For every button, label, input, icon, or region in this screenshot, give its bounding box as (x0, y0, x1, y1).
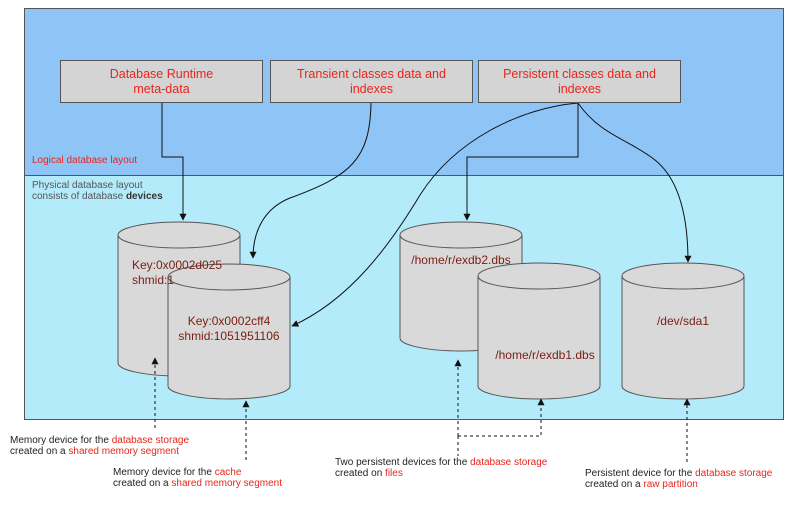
box-runtime-label: Database Runtime meta-data (109, 66, 214, 96)
caption-text: created on a (585, 479, 641, 490)
caption-raw-partition: Persistent device for the database stora… (585, 468, 772, 490)
arrow-transient-to-shm-cache (249, 102, 372, 259)
caption-highlight: cache (214, 467, 242, 478)
box-transient-label: Transient classes data and indexes (297, 66, 446, 96)
caption-text: created on a (113, 478, 169, 489)
arrow-persistent-to-raw (577, 102, 692, 263)
device-file2-label: /home/r/exdb2.dbs (411, 253, 511, 267)
arrow-persistent-to-file2 (463, 103, 579, 221)
logical-layout-label: Logical database layout (32, 155, 138, 166)
arrow-persistent-to-shm-cache (291, 102, 579, 327)
device-raw-label: /dev/sda1 (656, 314, 710, 328)
device-shm-cache-label: Key:0x0002cff4 shmid:1051951106 (178, 314, 280, 343)
box-persistent-label: Persistent classes data and indexes (503, 66, 656, 96)
physical-label-line1: Physical database layout (32, 180, 143, 191)
pointer-files-right (458, 398, 545, 437)
caption-highlight: database storage (695, 468, 773, 479)
caption-text: Two persistent devices for the (335, 457, 468, 468)
caption-highlight: raw partition (643, 479, 698, 490)
cylinder-file1 (477, 262, 601, 400)
caption-highlight: shared memory segment (68, 446, 179, 457)
physical-layout-label: Physical database layout consists of dat… (32, 180, 163, 202)
cylinder-shm-cache (167, 263, 291, 400)
caption-persistent-files: Two persistent devices for the database … (335, 457, 547, 479)
caption-highlight: shared memory segment (171, 478, 282, 489)
caption-highlight: files (385, 468, 403, 479)
box-database-runtime-metadata: Database Runtime meta-data (60, 60, 263, 103)
caption-text: Memory device for the (113, 467, 212, 478)
caption-highlight: database storage (470, 457, 548, 468)
physical-label-devices: devices (125, 191, 163, 202)
box-transient-classes: Transient classes data and indexes (270, 60, 473, 103)
physical-label-line2: consists of database devices (32, 191, 163, 202)
caption-text: Memory device for the (10, 435, 109, 446)
box-persistent-classes: Persistent classes data and indexes (478, 60, 681, 103)
cylinder-raw (621, 262, 745, 400)
caption-text: created on (335, 468, 383, 479)
device-shm-storage-label: Key:0x0002d025 shmid:1 (132, 258, 223, 287)
physical-label-prefix: consists of database (32, 191, 124, 202)
caption-text: created on a (10, 446, 66, 457)
arrow-runtime-to-shm-storage (161, 103, 187, 221)
device-file1-label: /home/r/exdb1.dbs (495, 348, 595, 362)
caption-highlight: database storage (111, 435, 189, 446)
caption-memory-storage: Memory device for the database storage c… (10, 435, 189, 457)
caption-memory-cache: Memory device for the cache created on a… (113, 467, 282, 489)
caption-text: Persistent device for the (585, 468, 693, 479)
